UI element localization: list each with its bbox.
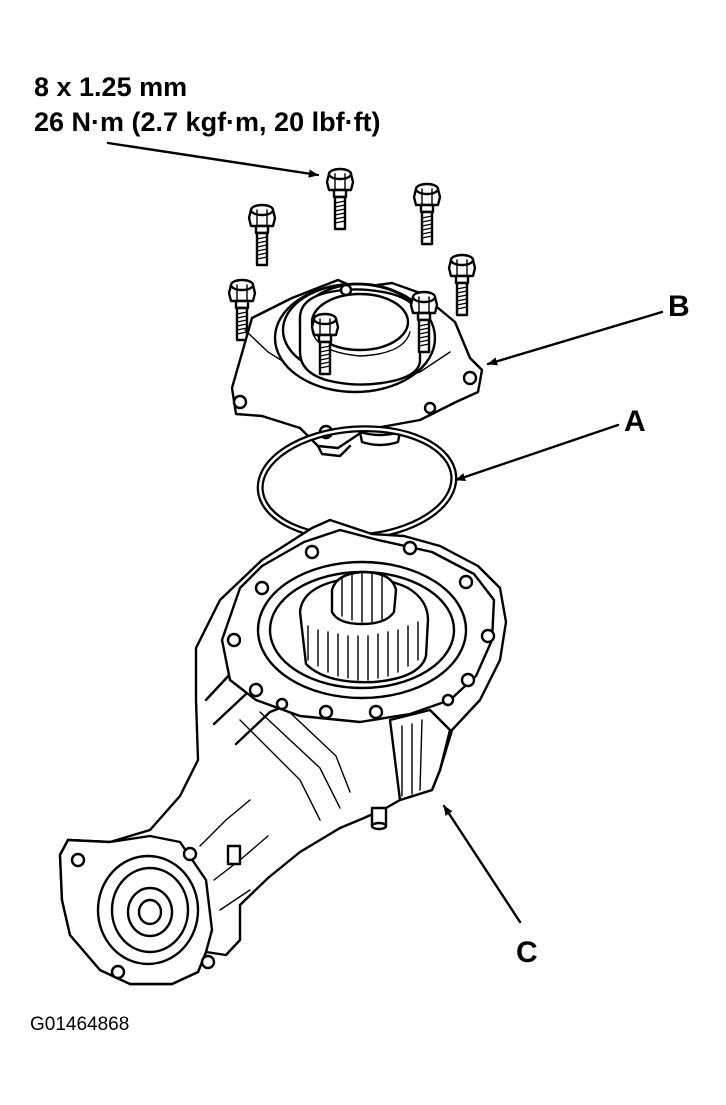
bolt-icon [412, 182, 442, 246]
callout-c-label: C [516, 936, 538, 969]
bolt-icon [447, 253, 477, 317]
bolt-icon [247, 203, 277, 267]
callout-a-label: A [624, 405, 646, 438]
torque-value-spec: 26 N·m (2.7 kgf·m, 20 lbf·ft) [34, 107, 381, 137]
torque-leader-arrow [106, 141, 320, 178]
figure-id: G01464868 [30, 1014, 129, 1035]
o-ring-icon [256, 425, 458, 541]
callout-b-leader-arrow [486, 310, 664, 366]
differential-housing-icon [58, 518, 508, 986]
torque-thread-spec: 8 x 1.25 mm [34, 72, 187, 102]
callout-c-leader-arrow [442, 804, 522, 924]
bolt-icon [325, 167, 355, 231]
callout-b-label: B [668, 290, 690, 323]
callout-a-leader-arrow [454, 423, 620, 482]
